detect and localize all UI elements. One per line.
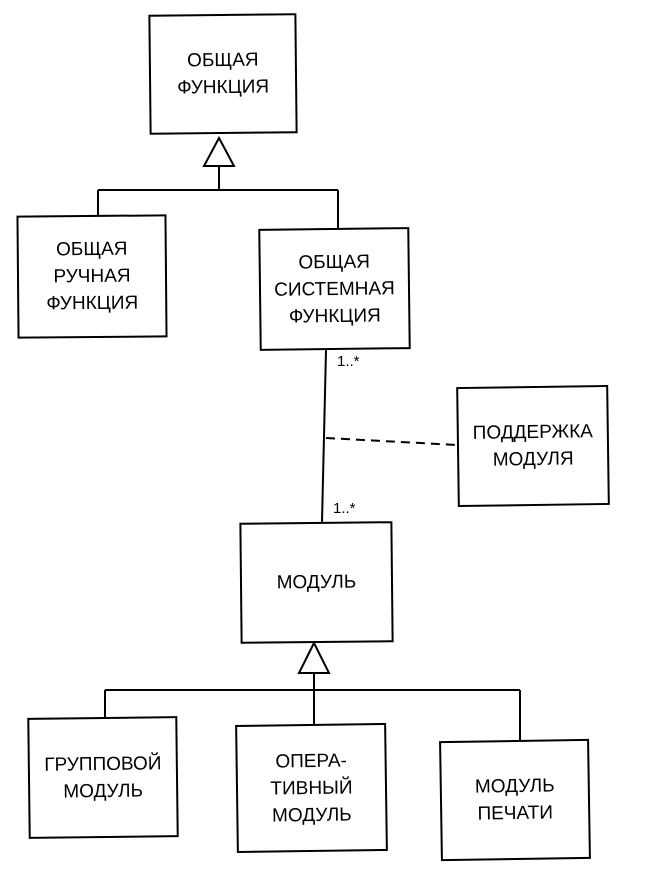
node-label-line: СИСТЕМНАЯ bbox=[274, 277, 395, 301]
node-label-line: МОДУЛЯ bbox=[492, 448, 574, 471]
node-label-line: РУЧНАЯ bbox=[53, 265, 131, 288]
node-label-line: ОБЩАЯ bbox=[55, 238, 128, 261]
node-module-support: ПОДДЕРЖКА МОДУЛЯ bbox=[456, 384, 610, 508]
association-class-link bbox=[325, 437, 458, 446]
node-label-line: ОБЩАЯ bbox=[187, 49, 259, 72]
node-module: МОДУЛЬ bbox=[239, 521, 394, 644]
node-label-line: ПОДДЕРЖКА bbox=[472, 421, 594, 444]
node-label-line: ФУНКЦИЯ bbox=[177, 76, 270, 99]
node-general-function: ОБЩАЯ ФУНКЦИЯ bbox=[148, 13, 298, 135]
node-general-system-function: ОБЩАЯ СИСТЕМНАЯ ФУНКЦИЯ bbox=[258, 227, 411, 351]
node-label-line: ФУНКЦИЯ bbox=[288, 304, 381, 328]
node-label-line: МОДУЛЬ bbox=[474, 775, 555, 798]
node-group-module: ГРУППОВОЙ МОДУЛЬ bbox=[27, 716, 179, 839]
node-label-line: ОБЩАЯ bbox=[298, 251, 371, 273]
node-label-line: ПЕЧАТИ bbox=[477, 802, 554, 825]
multiplicity-top: 1..* bbox=[337, 353, 360, 370]
node-label-line: МОДУЛЬ bbox=[276, 571, 357, 594]
generalization-arrow-top bbox=[202, 135, 236, 167]
node-general-manual-function: ОБЩАЯ РУЧНАЯ ФУНКЦИЯ bbox=[16, 214, 168, 339]
node-print-module: МОДУЛЬ ПЕЧАТИ bbox=[439, 738, 591, 862]
node-label-line: ОПЕРА- bbox=[275, 750, 348, 773]
node-label-line: ГРУППОВОЙ bbox=[44, 752, 162, 776]
node-operative-module: ОПЕРА- ТИВНЫЙ МОДУЛЬ bbox=[235, 722, 388, 854]
node-label-line: МОДУЛЬ bbox=[63, 780, 144, 802]
multiplicity-bottom: 1..* bbox=[333, 500, 356, 517]
association-line bbox=[321, 349, 327, 523]
node-label-line: МОДУЛЬ bbox=[271, 803, 352, 827]
node-label-line: ТИВНЫЙ bbox=[270, 776, 353, 800]
node-label-line: ФУНКЦИЯ bbox=[46, 292, 139, 315]
generalization-arrow-bottom bbox=[297, 640, 331, 674]
